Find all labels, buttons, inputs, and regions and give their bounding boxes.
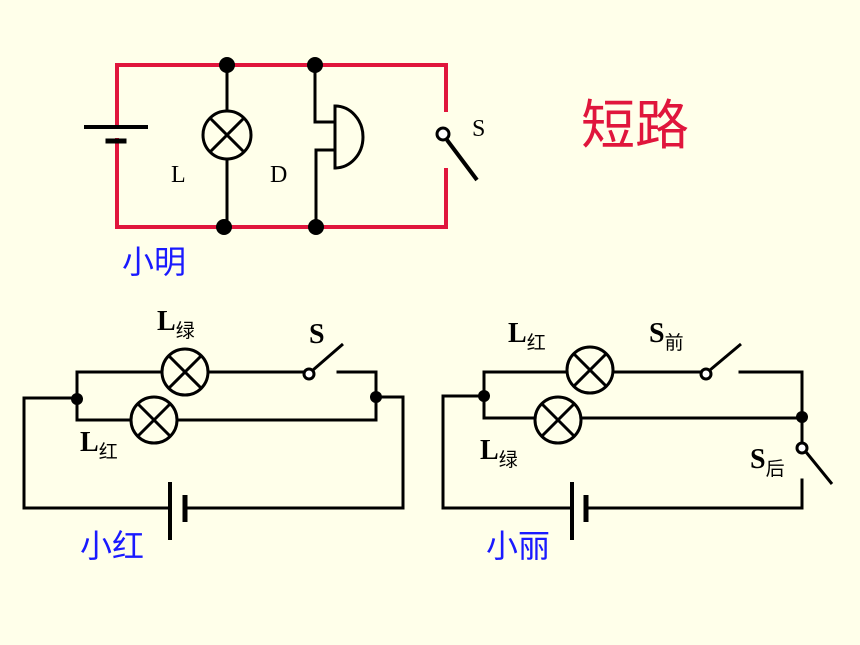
lamp-label-green: L绿 [157,306,195,342]
top-caption: 小明 [122,243,186,281]
left-circuit: L绿 S L红 小红 [22,306,405,565]
left-outer-wire-right-vertical [374,395,405,510]
switch-icon [699,342,742,381]
right-top-wire [738,370,804,418]
left-caption: 小红 [80,527,144,565]
page-title: 短路 [581,94,689,157]
bell-icon [313,63,365,229]
lamp-icon [160,347,210,397]
junction-dot [71,393,83,405]
lamp-icon [129,395,179,445]
junction-dot [370,391,382,403]
switch-front-label: S前 [649,318,684,354]
top-wire-top [115,63,448,125]
lamp-label: L [171,162,186,188]
switch-icon [302,342,344,381]
battery-icon [168,482,188,540]
right-outer-wire [441,394,572,510]
switch-back-label: S后 [750,444,785,480]
right-circuit: L红 S前 L绿 S后 小丽 [441,318,834,565]
left-outer-wire [22,396,170,510]
junction-dot [307,57,323,73]
lamp-label-red: L红 [508,318,546,354]
lamp-icon [533,395,583,445]
lamp-label-red: L红 [80,427,118,463]
switch-label: S [309,319,325,350]
junction-dot [219,57,235,73]
lamp-icon [565,345,615,395]
battery-icon [84,125,148,144]
junction-dot [796,411,808,423]
lamp-icon [201,109,253,161]
junction-dot [478,390,490,402]
switch-label: S [472,116,485,142]
top-circuit: L D S 小明 [84,57,485,281]
switch-icon [435,126,479,182]
right-caption: 小丽 [486,527,550,565]
bell-label: D [270,162,287,188]
lamp-label-green: L绿 [480,435,518,471]
battery-icon [570,482,589,540]
junction-dot [308,219,324,235]
switch-icon [795,441,834,485]
junction-dot [216,219,232,235]
top-wire-bottom [115,138,448,229]
